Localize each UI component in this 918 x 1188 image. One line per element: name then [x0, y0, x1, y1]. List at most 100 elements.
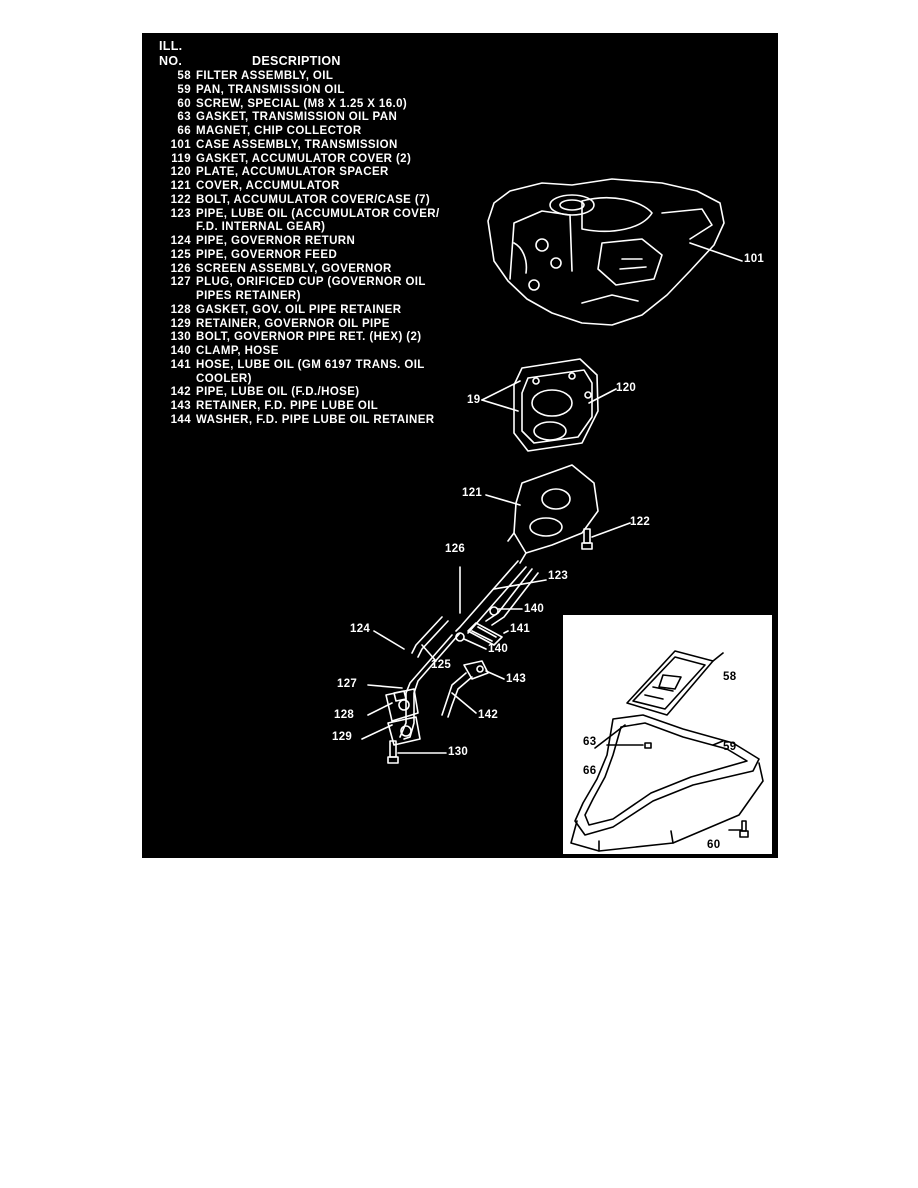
legend-row: 142 PIPE, LUBE OIL (F.D./HOSE) — [142, 386, 472, 400]
legend-row: 120 PLATE, ACCUMULATOR SPACER — [142, 166, 472, 180]
legend-number: 63 — [177, 111, 191, 124]
callout-128: 128 — [334, 709, 355, 721]
legend-description: SCREW, SPECIAL (M8 X 1.25 X 16.0) — [196, 97, 408, 110]
exploded-parts-diagram: ILL. NO. DESCRIPTION 58 FILTER ASSEMBLY, … — [142, 33, 778, 858]
legend-row: 60 SCREW, SPECIAL (M8 X 1.25 X 16.0) — [142, 98, 472, 112]
governor-retainer-drawing — [385, 688, 421, 764]
legend-description: PIPE, LUBE OIL (F.D./HOSE) — [196, 386, 360, 399]
oil-filter-drawing — [626, 650, 714, 716]
legend-row: 123 PIPE, LUBE OIL (ACCUMULATOR COVER/F.D… — [142, 208, 472, 236]
legend-number: 124 — [170, 235, 191, 247]
legend-description-continued: F.D. INTERNAL GEAR) — [196, 221, 326, 234]
callout-140-lower: 140 — [488, 643, 509, 655]
legend-description: PIPE, GOVERNOR RETURN — [196, 235, 356, 247]
legend-description: PAN, TRANSMISSION OIL — [196, 83, 345, 96]
legend-description: SCREEN ASSEMBLY, GOVERNOR — [196, 262, 392, 275]
legend-description: HOSE, LUBE OIL (GM 6197 TRANS. OIL — [196, 358, 425, 371]
accumulator-gaskets-drawing — [513, 358, 599, 452]
callout-126: 126 — [445, 543, 466, 555]
legend-description: GASKET, GOV. OIL PIPE RETAINER — [196, 303, 402, 316]
legend-description-continued: PIPES RETAINER) — [196, 290, 301, 302]
hose-and-clamps-drawing — [455, 606, 503, 646]
legend-description: RETAINER, GOVERNOR OIL PIPE — [196, 317, 390, 330]
callout-66: 66 — [583, 765, 597, 777]
legend-description: GASKET, TRANSMISSION OIL PAN — [196, 111, 398, 124]
callout-121: 121 — [462, 487, 483, 499]
legend-number: 101 — [170, 138, 191, 151]
callout-101: 101 — [744, 253, 765, 265]
legend-number: 141 — [170, 358, 191, 371]
legend-description: FILTER ASSEMBLY, OIL — [196, 70, 334, 82]
callout-63: 63 — [583, 736, 597, 748]
legend-number: 125 — [170, 248, 191, 261]
ill-header-line2: NO. — [159, 54, 183, 68]
legend-description: PIPE, GOVERNOR FEED — [196, 248, 338, 261]
legend-description: CASE ASSEMBLY, TRANSMISSION — [196, 138, 398, 151]
callout-19: 19 — [467, 394, 481, 406]
legend-number: 126 — [170, 262, 191, 275]
callout-130: 130 — [448, 746, 469, 758]
legend-number: 127 — [170, 276, 191, 289]
legend-description: RETAINER, F.D. PIPE LUBE OIL — [196, 400, 379, 412]
legend-number: 140 — [170, 345, 191, 357]
legend-row: 59 PAN, TRANSMISSION OIL — [142, 84, 472, 98]
description-header: DESCRIPTION — [252, 54, 341, 68]
legend-number: 128 — [170, 303, 191, 316]
callout-60: 60 — [707, 839, 721, 851]
legend-number: 129 — [170, 317, 191, 330]
legend-number: 119 — [171, 152, 191, 165]
legend-description: PIPE, LUBE OIL (ACCUMULATOR COVER/ — [196, 207, 440, 220]
legend-description: BOLT, ACCUMULATOR COVER/CASE (7) — [196, 193, 431, 206]
callout-58: 58 — [723, 671, 737, 683]
callout-142: 142 — [478, 709, 499, 721]
legend-row: 128 GASKET, GOV. OIL PIPE RETAINER — [142, 304, 472, 318]
legend-row: 140 CLAMP, HOSE — [142, 345, 472, 359]
governor-pipes-drawing — [399, 616, 461, 740]
callout-141: 141 — [510, 623, 531, 635]
legend-description: GASKET, ACCUMULATOR COVER (2) — [196, 152, 412, 165]
legend-number: 142 — [170, 386, 191, 399]
accumulator-cover-drawing — [507, 464, 599, 564]
legend-row: 125 PIPE, GOVERNOR FEED — [142, 249, 472, 263]
legend-number: 60 — [177, 97, 191, 110]
legend-number: 122 — [170, 193, 191, 206]
legend-number: 66 — [177, 125, 191, 137]
legend-row: 144 WASHER, F.D. PIPE LUBE OIL RETAINER — [142, 414, 472, 428]
legend-row: 119 GASKET, ACCUMULATOR COVER (2) — [142, 153, 472, 167]
oil-pan-drawing — [570, 650, 764, 852]
legend-number: 120 — [170, 166, 191, 179]
ill-header-line1: ILL. — [159, 39, 183, 53]
legend-number: 123 — [170, 207, 191, 220]
callout-140-upper: 140 — [524, 603, 545, 615]
legend-description: WASHER, F.D. PIPE LUBE OIL RETAINER — [196, 413, 435, 426]
legend-number: 144 — [170, 413, 191, 426]
callout-59: 59 — [723, 741, 737, 753]
legend-description: PLATE, ACCUMULATOR SPACER — [196, 166, 389, 179]
legend-row: 101 CASE ASSEMBLY, TRANSMISSION — [142, 139, 472, 153]
legend-row: 58 FILTER ASSEMBLY, OIL — [142, 70, 472, 84]
legend-description: PLUG, ORIFICED CUP (GOVERNOR OIL — [196, 276, 426, 289]
callout-120: 120 — [616, 382, 637, 394]
legend-number: 59 — [177, 83, 191, 96]
legend-number: 143 — [170, 400, 191, 412]
callout-123: 123 — [548, 570, 569, 582]
legend-row: 126 SCREEN ASSEMBLY, GOVERNOR — [142, 263, 472, 277]
legend-row: 124 PIPE, GOVERNOR RETURN — [142, 235, 472, 249]
pan-screw-drawing — [739, 820, 749, 838]
parts-legend: 58 FILTER ASSEMBLY, OIL 59 PAN, TRANSMISSI… — [142, 70, 472, 428]
legend-row: 66 MAGNET, CHIP COLLECTOR — [142, 125, 472, 139]
oil-pan-inset: 58 63 59 66 60 — [563, 615, 772, 854]
legend-row: 63 GASKET, TRANSMISSION OIL PAN — [142, 111, 472, 125]
legend-description-continued: COOLER) — [196, 372, 252, 385]
legend-description: MAGNET, CHIP COLLECTOR — [196, 125, 362, 137]
legend-description: CLAMP, HOSE — [196, 345, 279, 357]
legend-row: 122 BOLT, ACCUMULATOR COVER/CASE (7) — [142, 194, 472, 208]
legend-number: 58 — [177, 70, 191, 82]
fd-pipe-and-retainer-drawing — [441, 660, 489, 718]
accumulator-bolt-drawing — [581, 528, 593, 550]
callout-127: 127 — [337, 678, 358, 690]
callout-122: 122 — [630, 516, 651, 528]
